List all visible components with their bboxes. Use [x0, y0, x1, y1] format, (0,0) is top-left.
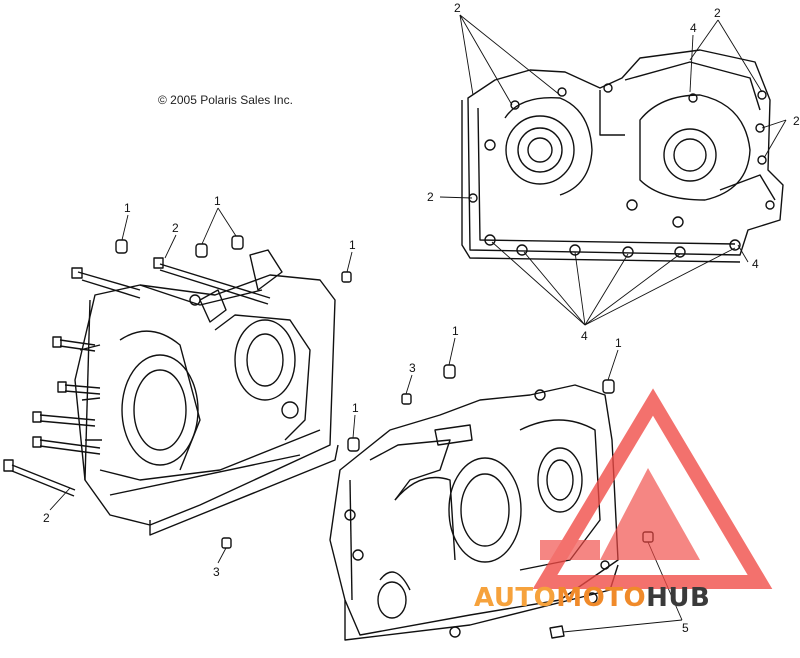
callout-1: 1 [352, 401, 359, 415]
callout-labels: 2 2 2 2 4 4 4 1 1 1 2 2 3 1 3 1 1 5 [43, 1, 800, 635]
watermark-text-hub: HUB [646, 583, 710, 613]
callout-2: 2 [714, 6, 721, 20]
callout-4: 4 [690, 21, 697, 35]
callout-2: 2 [43, 511, 50, 525]
callout-1: 1 [615, 336, 622, 350]
watermark-triangle-icon [532, 388, 773, 589]
crankcase-top-right [461, 49, 784, 263]
callout-4: 4 [752, 257, 759, 271]
callout-3: 3 [409, 361, 416, 375]
watermark-text-auto: AUTO [474, 583, 556, 613]
crankcase-bottom-right [329, 384, 619, 641]
leader-lines [49, 14, 787, 633]
callout-2: 2 [793, 114, 800, 128]
watermark-logo [532, 388, 773, 589]
small-pins [221, 271, 412, 549]
callout-1: 1 [452, 324, 459, 338]
callout-3: 3 [213, 565, 220, 579]
dowel-pins [115, 235, 615, 452]
watermark-text-moto: MOTO [556, 583, 646, 613]
callout-2: 2 [172, 221, 179, 235]
callout-2: 2 [454, 1, 461, 15]
callout-1: 1 [214, 194, 221, 208]
copyright-notice: © 2005 Polaris Sales Inc. [158, 93, 293, 107]
bolts [3, 257, 271, 497]
crankcase-left [74, 249, 339, 536]
callout-1: 1 [124, 201, 131, 215]
watermark-text: AUTOMOTOHUB [474, 583, 710, 613]
callout-2: 2 [427, 190, 434, 204]
callout-4: 4 [581, 329, 588, 343]
callout-5: 5 [682, 621, 689, 635]
callout-1: 1 [349, 238, 356, 252]
